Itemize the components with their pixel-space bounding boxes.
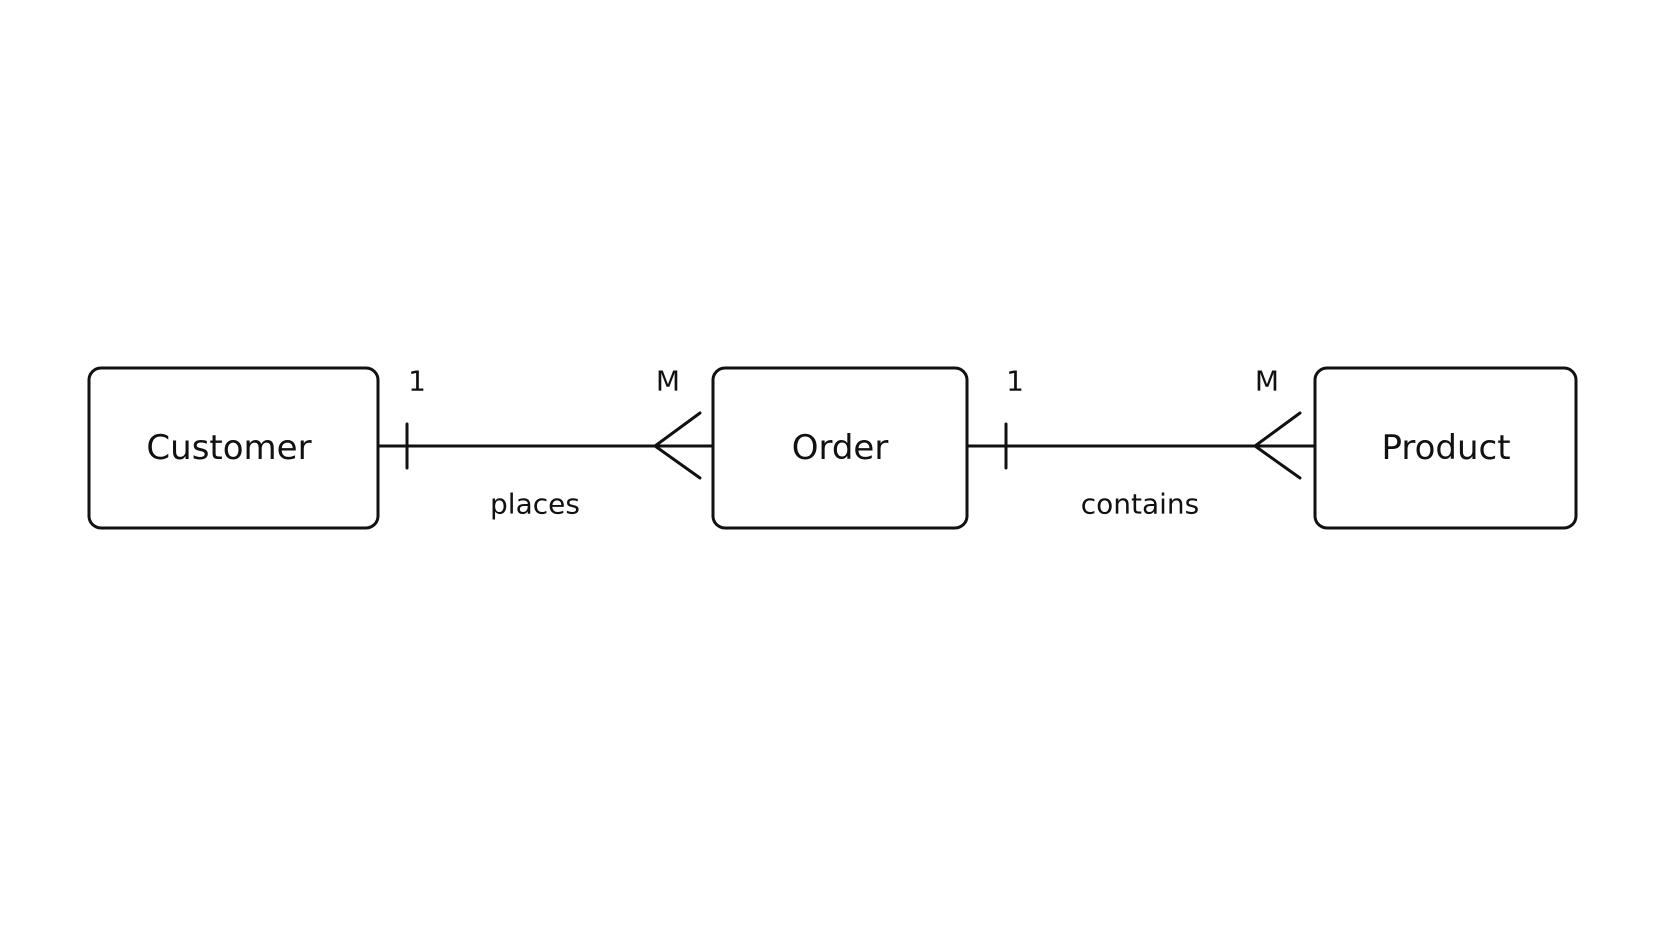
cardinality-many-label: M	[1255, 365, 1279, 398]
entity-box	[711, 366, 969, 530]
entity-box	[1313, 366, 1578, 530]
relationship-label: contains	[1081, 488, 1200, 521]
cardinality-one-label: 1	[1006, 365, 1024, 398]
entity-product[interactable]: Product	[1313, 366, 1578, 530]
crows-foot-many-marker	[1252, 411, 1302, 480]
relationship-contains: 1 M contains	[965, 365, 1317, 521]
entity-label: Customer	[146, 428, 311, 468]
entity-label: Product	[1381, 428, 1510, 468]
relationship-places: 1 M places	[376, 365, 715, 521]
entity-order[interactable]: Order	[711, 366, 969, 530]
cardinality-one-label: 1	[408, 365, 426, 398]
entity-box	[87, 366, 380, 530]
entity-customer[interactable]: Customer	[87, 366, 380, 530]
relationship-label: places	[490, 488, 580, 521]
entity-label: Order	[792, 428, 889, 468]
cardinality-many-label: M	[656, 365, 680, 398]
crows-foot-many-marker	[652, 411, 702, 480]
